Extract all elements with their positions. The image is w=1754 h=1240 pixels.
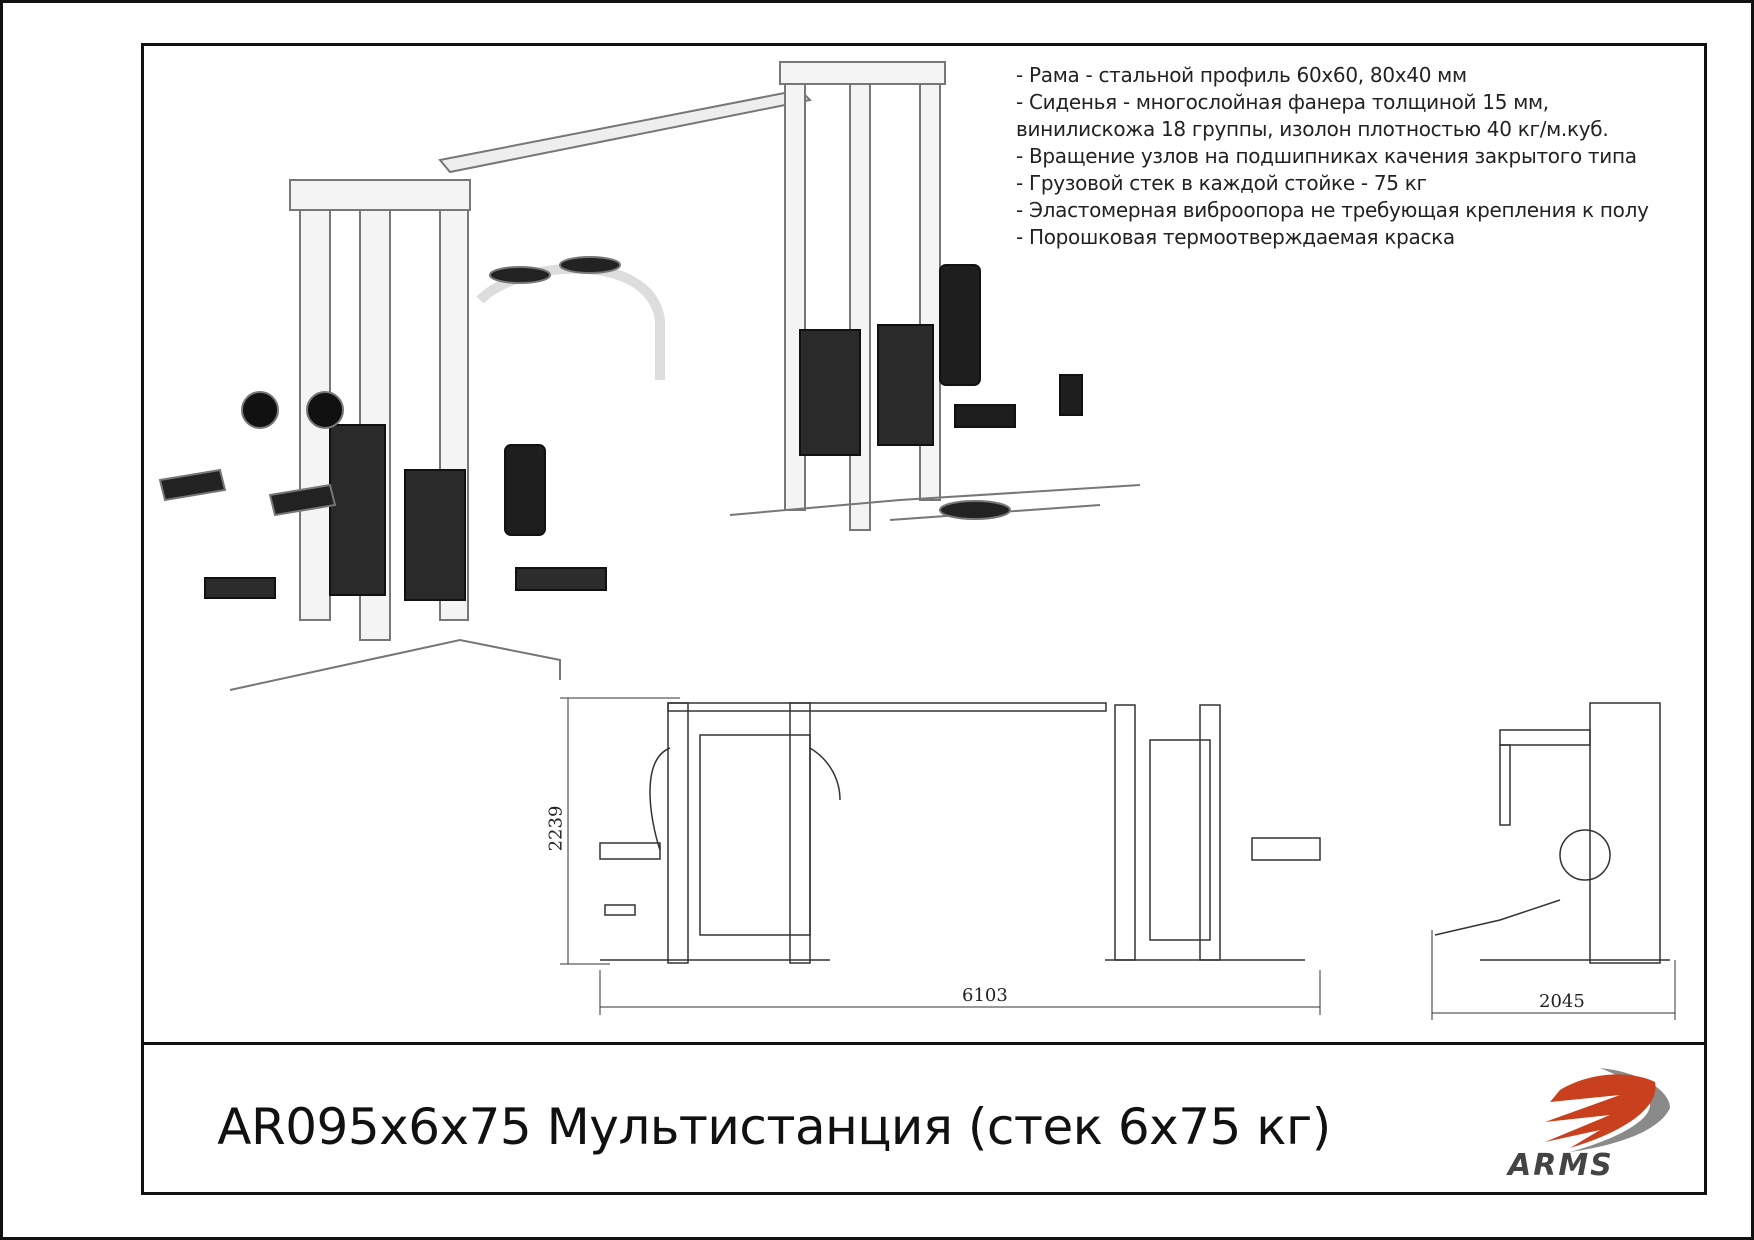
spec-line: - Грузовой стек в каждой стойке - 75 кг — [1016, 171, 1427, 195]
width-dimension-label: 6103 — [962, 985, 1008, 1006]
spec-line: - Порошковая термоотверждаемая краска — [1016, 225, 1455, 249]
title-block-divider — [141, 1042, 1707, 1045]
arms-logo-icon — [1545, 1068, 1670, 1152]
render-3d-view — [158, 61, 1141, 691]
specifications-list: - Рама - стальной профиль 60х60, 80х40 м… — [1016, 62, 1649, 251]
height-dimension-label: 2239 — [545, 805, 567, 852]
spec-line: - Рама - стальной профиль 60х60, 80х40 м… — [1016, 63, 1467, 87]
spec-line: винилискожа 18 группы, изолон плотностью… — [1016, 117, 1609, 141]
product-title: AR095х6х75 Мультистанция (стек 6х75 кг) — [217, 1098, 1331, 1156]
spec-line: - Вращение узлов на подшипниках качения … — [1016, 144, 1637, 168]
logo-text: ARMS — [1508, 1148, 1614, 1183]
drawing-frame — [141, 43, 1707, 1195]
side-view-drawing — [1434, 702, 1670, 964]
spec-line: - Сиденья - многослойная фанера толщиной… — [1016, 90, 1549, 114]
front-view-drawing — [599, 702, 1321, 964]
depth-dimension-label: 2045 — [1539, 991, 1585, 1012]
spec-line: - Эластомерная виброопора не требующая к… — [1016, 198, 1649, 222]
dimension-lines — [560, 697, 1676, 1020]
